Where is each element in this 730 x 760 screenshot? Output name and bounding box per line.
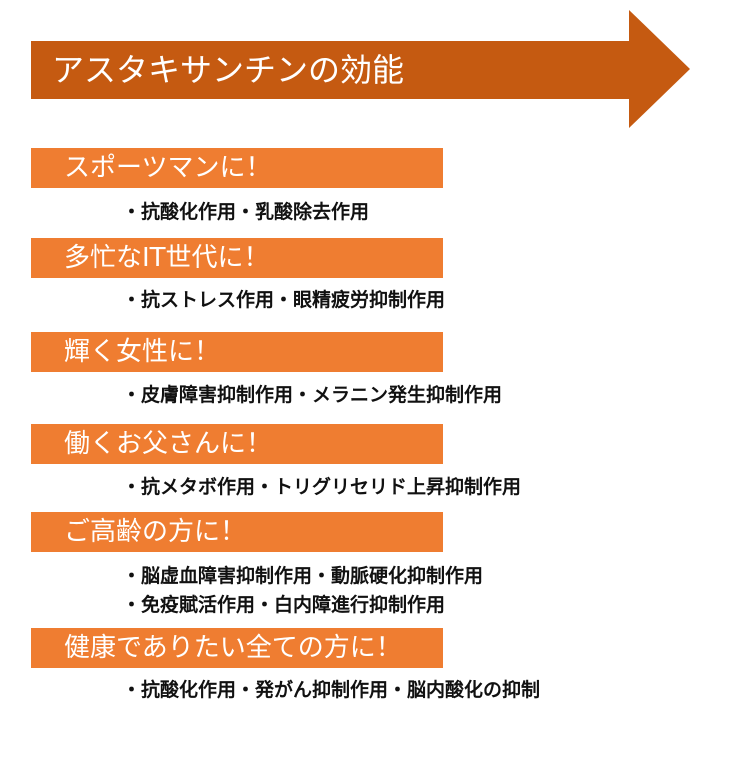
section-heading: 働くお父さんに！ bbox=[64, 429, 273, 459]
benefit-line: ・抗メタボ作用・トリグリセリド上昇抑制作用 bbox=[122, 476, 522, 498]
section-header-everyone: 健康でありたい全ての方に！ bbox=[31, 628, 443, 668]
section-heading: ご高齢の方に！ bbox=[64, 517, 247, 547]
section-header-elderly: ご高齢の方に！ bbox=[31, 512, 443, 552]
benefit-line: ・皮膚障害抑制作用・メラニン発生抑制作用 bbox=[122, 384, 503, 406]
benefit-line: ・免疫賦活作用・白内障進行抑制作用 bbox=[122, 594, 446, 616]
section-heading: 輝く女性に！ bbox=[64, 337, 221, 367]
section-header-it-generation: 多忙なIT世代に！ bbox=[31, 238, 443, 278]
benefit-line: ・抗酸化作用・乳酸除去作用 bbox=[122, 201, 370, 223]
page-title: アスタキサンチンの効能 bbox=[52, 51, 405, 89]
section-heading: 多忙なIT世代に！ bbox=[64, 243, 270, 273]
title-arrow-shape bbox=[31, 10, 690, 128]
benefit-line: ・抗酸化作用・発がん抑制作用・脳内酸化の抑制 bbox=[122, 679, 541, 701]
section-heading: スポーツマンに！ bbox=[64, 153, 272, 183]
section-header-women: 輝く女性に！ bbox=[31, 332, 443, 372]
section-header-sportsman: スポーツマンに！ bbox=[31, 148, 443, 188]
section-heading: 健康でありたい全ての方に！ bbox=[64, 633, 402, 663]
benefit-line: ・抗ストレス作用・眼精疲労抑制作用 bbox=[122, 289, 446, 311]
section-header-fathers: 働くお父さんに！ bbox=[31, 424, 443, 464]
benefit-line: ・脳虚血障害抑制作用・動脈硬化抑制作用 bbox=[122, 565, 484, 587]
title-arrow-banner bbox=[31, 10, 690, 128]
